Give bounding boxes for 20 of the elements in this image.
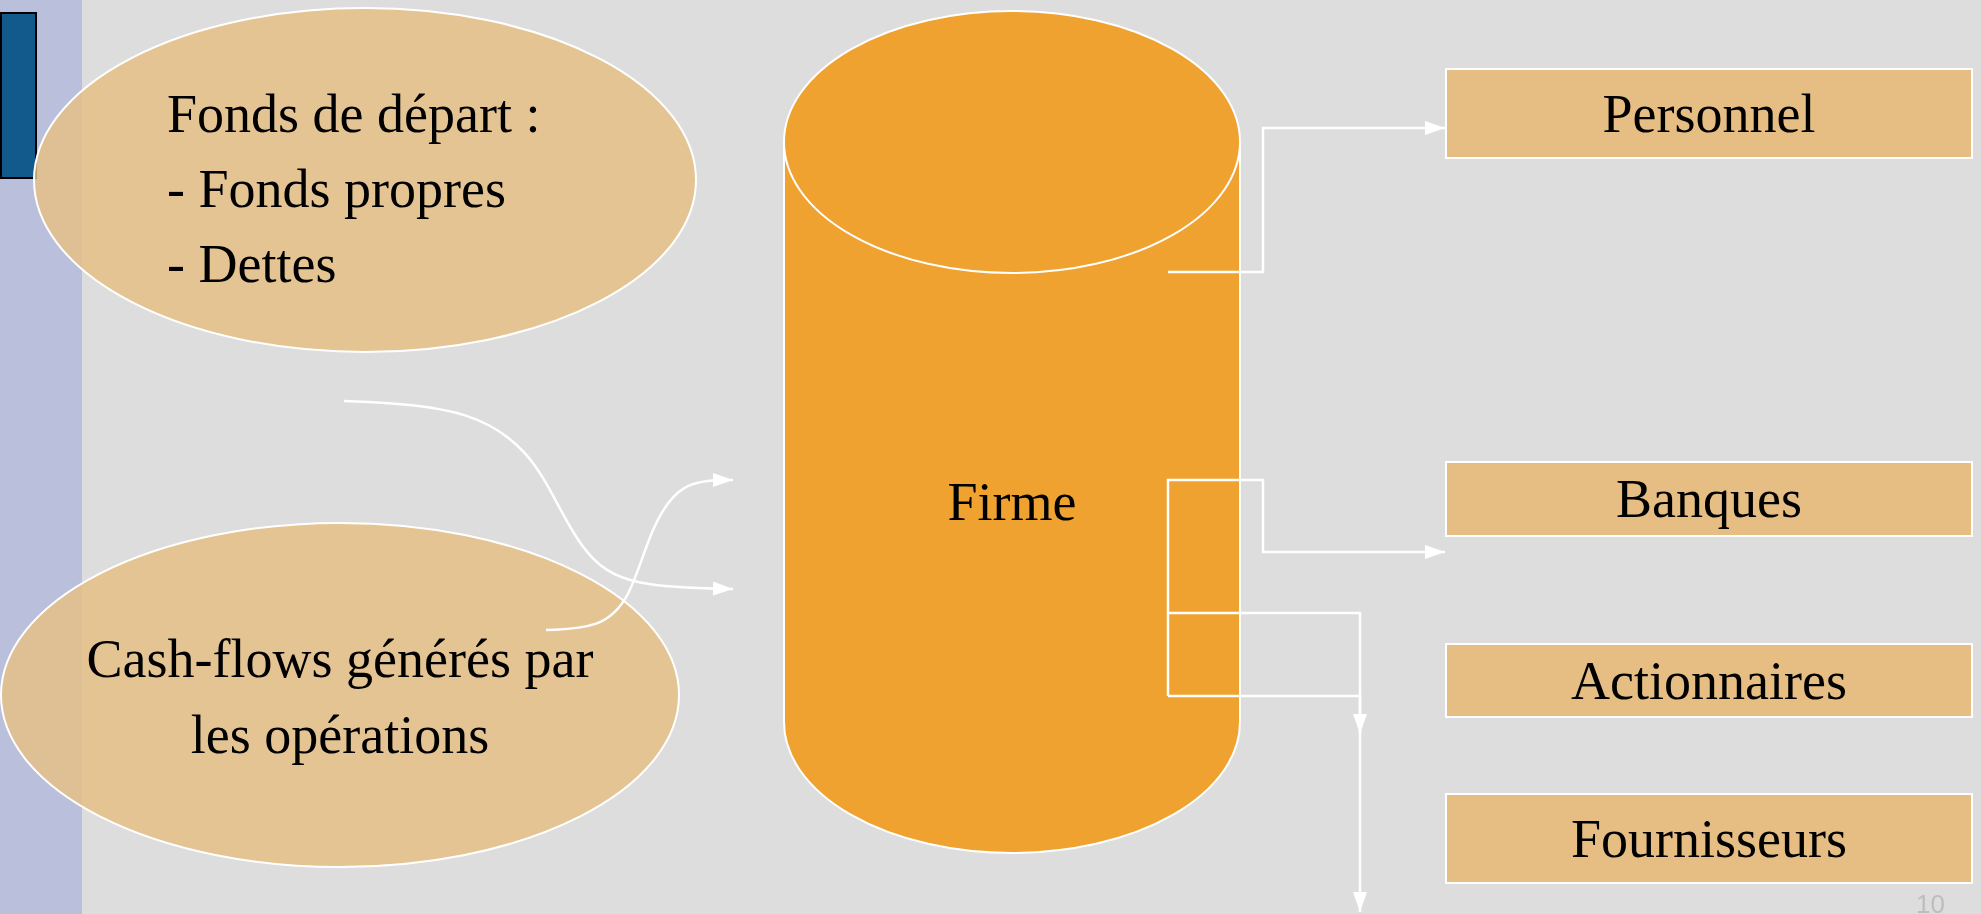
ellipse-node — [33, 7, 697, 353]
cylinder-node — [783, 10, 1241, 854]
node-text: Personnel — [1601, 86, 1817, 141]
label-box — [1445, 793, 1973, 884]
node-text: Actionnaires — [1570, 653, 1848, 708]
node-text: Firme — [946, 471, 1078, 534]
label-box — [1445, 461, 1973, 537]
node-text: Fournisseurs — [1570, 811, 1848, 866]
ellipse-node — [0, 522, 680, 868]
arrow — [545, 473, 733, 632]
node-text: - Dettes — [167, 235, 337, 295]
arrow — [1168, 694, 1367, 912]
label-box — [1445, 643, 1973, 718]
arrow — [1168, 121, 1445, 274]
arrow — [1166, 478, 1445, 696]
node-text: Cash-flows générés par les opérations — [85, 628, 595, 767]
label-box — [1445, 68, 1973, 159]
node-text: - Fonds propres — [167, 160, 506, 220]
node-text: Fonds de départ : — [167, 85, 541, 145]
arrow — [343, 399, 734, 596]
